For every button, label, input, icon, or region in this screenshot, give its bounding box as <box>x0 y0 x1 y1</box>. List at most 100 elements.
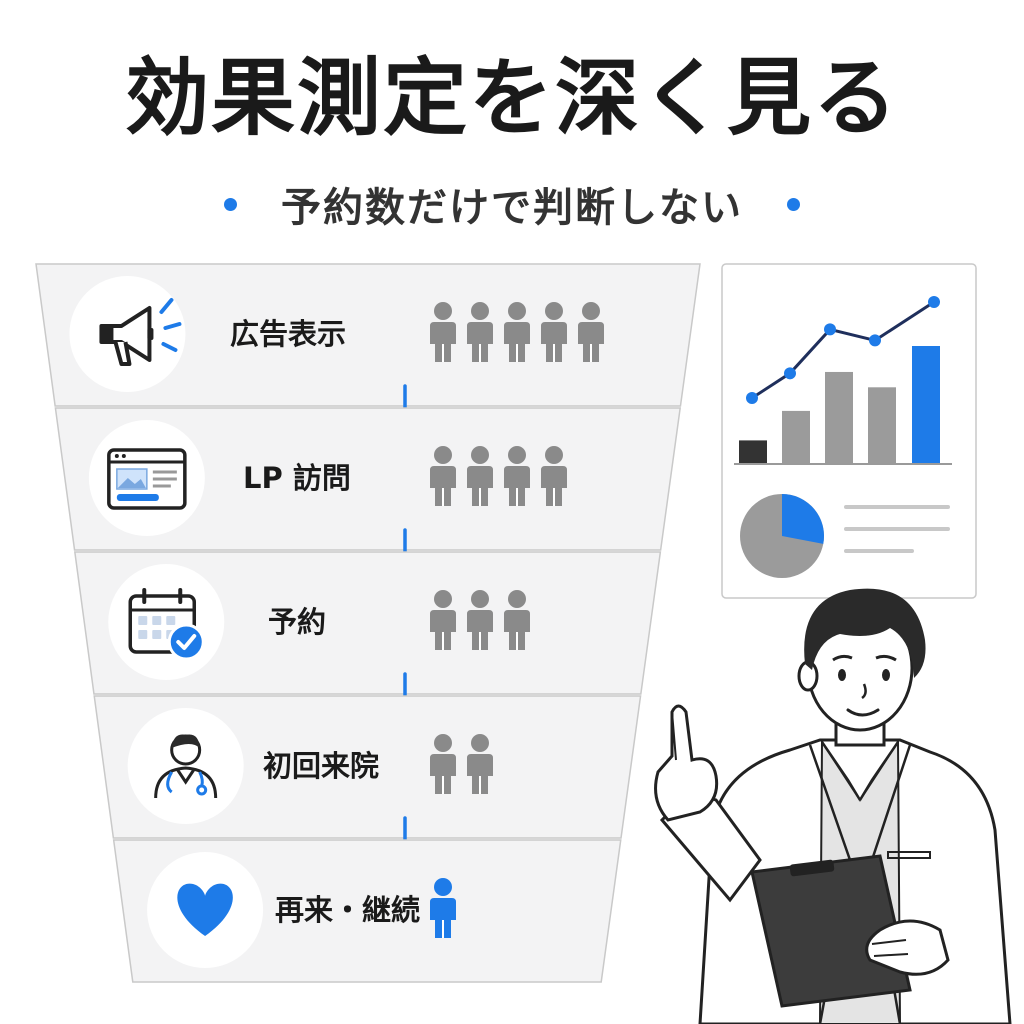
person-icon <box>504 446 530 506</box>
stage-label: 再来・継続 <box>275 893 421 927</box>
person-head <box>434 590 452 608</box>
image-mountain <box>117 478 146 488</box>
person-body <box>430 466 456 506</box>
nose <box>861 683 867 700</box>
person-leg-gap <box>479 488 481 506</box>
person-body <box>578 322 604 362</box>
funnel-stage <box>112 839 622 983</box>
person-leg-gap <box>442 344 444 362</box>
person-leg-gap <box>479 344 481 362</box>
megaphone-tip <box>147 328 154 340</box>
trend-point <box>784 367 796 380</box>
person-head <box>471 590 489 608</box>
subtitle-row: 予約数だけで判断しない <box>0 176 1024 232</box>
funnel-stage <box>73 551 662 695</box>
calendar-day <box>138 630 148 639</box>
person-icon <box>541 302 567 362</box>
person-icon <box>430 302 456 362</box>
stethoscope-tube <box>198 771 204 787</box>
collar-left <box>820 741 862 801</box>
person-body <box>467 754 493 794</box>
sound-wave <box>159 298 174 314</box>
check-badge <box>167 623 205 661</box>
webpage-icon <box>107 448 187 510</box>
funnel-stage <box>93 695 642 839</box>
stage-label: 広告表示 <box>230 317 347 351</box>
page-subtitle: 予約数だけで判断しない <box>281 185 743 231</box>
person-head <box>434 302 452 320</box>
bullet-dot-left <box>224 197 237 211</box>
pointing-hand <box>654 704 719 822</box>
clipboard-clip <box>789 859 835 877</box>
finger-line <box>671 711 677 761</box>
holding-hand <box>865 919 950 976</box>
person-icon <box>467 590 493 650</box>
doctor-hair <box>171 734 200 748</box>
person-leg-gap <box>442 920 444 938</box>
person-icon <box>504 302 530 362</box>
chart-bar <box>868 387 896 464</box>
person-leg-gap <box>442 632 444 650</box>
trend-point <box>928 296 940 308</box>
person-body <box>430 322 456 362</box>
analytics-dashboard <box>721 263 977 599</box>
browser-dot <box>121 454 126 458</box>
eyebrow <box>875 654 897 662</box>
smile <box>846 708 880 717</box>
person-head <box>471 734 489 752</box>
pie-slice <box>782 494 824 544</box>
icon-circle <box>127 708 244 824</box>
sound-wave <box>163 322 182 330</box>
stage-label: LP 訪問 <box>243 461 351 495</box>
person-icon <box>467 734 493 794</box>
doctor-hair <box>804 588 926 678</box>
calendar-day <box>166 616 176 625</box>
cta-bar <box>116 494 159 501</box>
stage-label: 予約 <box>268 605 327 639</box>
stage-label: 初回来院 <box>263 749 380 783</box>
megaphone-icon <box>99 298 182 366</box>
megaphone-back <box>101 326 114 342</box>
funnel-band <box>73 551 662 695</box>
finger-line <box>871 939 909 957</box>
funnel-stage <box>35 263 701 407</box>
person-leg-gap <box>590 344 592 362</box>
bullet-dot-right <box>787 197 800 211</box>
stethoscope <box>166 771 173 794</box>
person-body <box>430 610 456 650</box>
person-leg-gap <box>516 344 518 362</box>
trend-point <box>824 323 836 336</box>
calendar-day <box>152 616 162 625</box>
conversion-funnel <box>35 263 701 983</box>
chart-bar <box>825 371 853 464</box>
chart-bar <box>739 440 767 464</box>
eye <box>838 669 846 681</box>
person-icon <box>578 302 604 362</box>
person-body <box>504 322 530 362</box>
person-body <box>467 466 493 506</box>
person-icon <box>430 734 456 794</box>
person-icon <box>467 446 493 506</box>
funnel-stage <box>54 407 682 551</box>
person-leg-gap <box>516 632 518 650</box>
trend-point <box>869 334 881 347</box>
person-icon <box>430 878 456 938</box>
person-head <box>434 878 452 896</box>
calendar-day <box>138 616 148 625</box>
sound-wave <box>161 342 178 352</box>
person-head <box>508 302 526 320</box>
heart-shape <box>177 883 233 936</box>
funnel-band <box>54 407 682 551</box>
person-head <box>471 446 489 464</box>
person-body <box>467 322 493 362</box>
person-head <box>582 302 600 320</box>
page-title: 効果測定を深く見る <box>124 49 899 147</box>
coat-pocket <box>887 851 931 859</box>
person-leg-gap <box>442 488 444 506</box>
trend-point <box>746 392 758 404</box>
person-leg-gap <box>479 776 481 794</box>
person-head <box>545 302 563 320</box>
person-leg-gap <box>553 488 555 506</box>
person-leg-gap <box>479 632 481 650</box>
